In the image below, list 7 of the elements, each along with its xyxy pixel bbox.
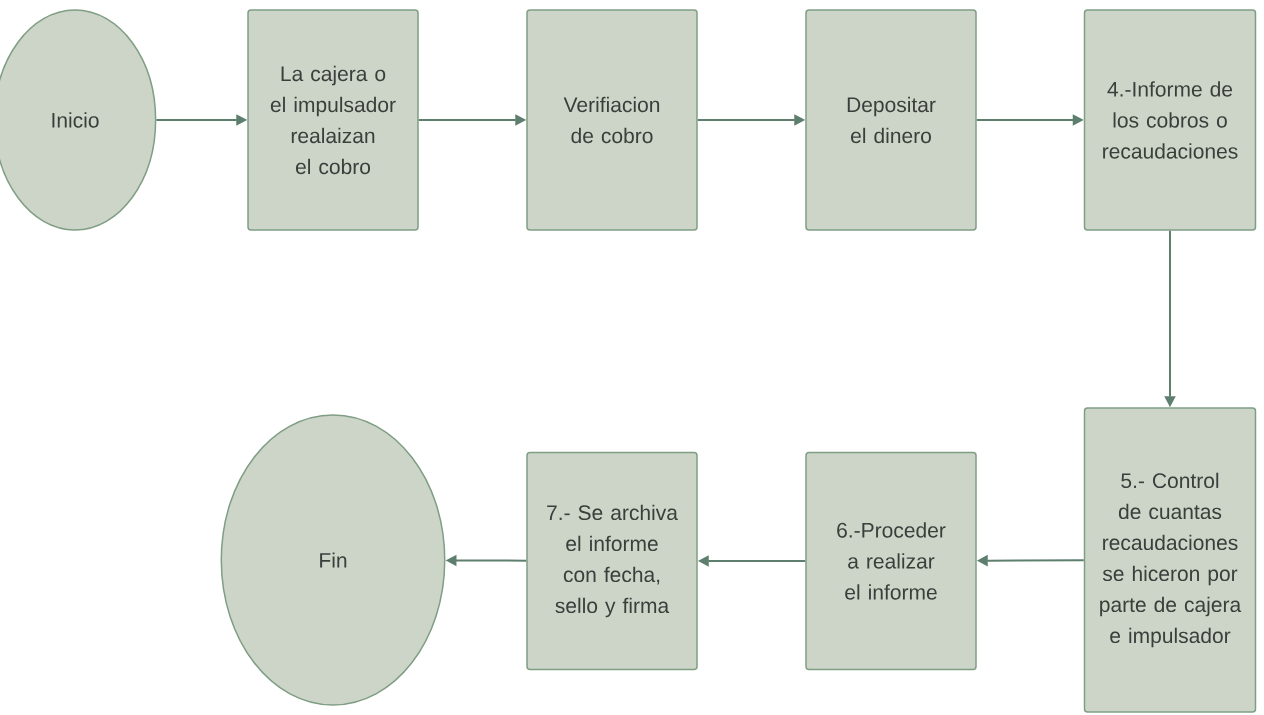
process-box: Verifiacion de cobro <box>526 9 698 231</box>
process-box: Depositar el dinero <box>805 9 977 231</box>
process-box: 5.- Control de cuantas recaudaciones se hiceron por parte de cajera e impulsador <box>1083 407 1257 713</box>
process-box: 7.- Se archiva el informe con fecha, sello y firma <box>526 451 698 671</box>
process-box: La cajera o el impulsador realaizan el cobro <box>247 9 419 231</box>
process-box: 6.-Proceder a realizar el informe <box>805 451 977 671</box>
process-box: 4.-Informe de los cobros o recaudaciones <box>1083 9 1257 231</box>
